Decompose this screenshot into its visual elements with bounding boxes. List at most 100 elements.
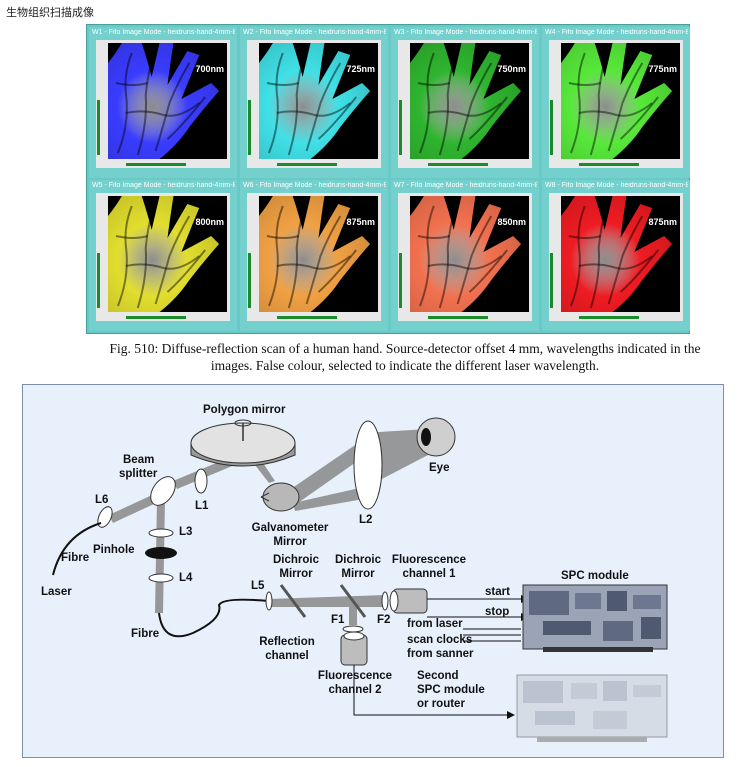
label-stop: stop xyxy=(485,606,510,618)
image-panel-4[interactable]: W4 - Fifo Image Mode - heidruns-hand-4mm… xyxy=(542,27,690,178)
label-fibre-bottom: Fibre xyxy=(131,628,160,640)
panel-scale-bar-x xyxy=(277,163,337,166)
label-fluorescence-1-channel: channel 1 xyxy=(402,568,456,580)
panel-title: W4 - Fifo Image Mode - heidruns-hand-4mm… xyxy=(545,29,688,36)
label-scan-clocks: scan clocks xyxy=(407,634,473,646)
panel-image-frame: 775nm xyxy=(549,40,683,168)
panel-scale-bar-y xyxy=(550,100,553,155)
panel-title: W8 - Fifo Image Mode - heidruns-hand-4mm… xyxy=(545,182,688,189)
figure-caption: Fig. 510: Diffuse-reflection scan of a h… xyxy=(60,340,750,374)
panel-title: W6 - Fifo Image Mode - heidruns-hand-4mm… xyxy=(243,182,386,189)
label-reflection: Reflection xyxy=(259,636,315,648)
panel-scale-bar-y xyxy=(97,100,100,155)
caption-line-2: images. False colour, selected to indica… xyxy=(210,358,600,373)
panel-image-frame: 700nm xyxy=(96,40,230,168)
panel-image-frame: 875nm xyxy=(549,193,683,321)
label-dichroic-2: Dichroic xyxy=(334,554,381,566)
lens-l2 xyxy=(353,420,383,510)
filter-f2 xyxy=(381,591,389,611)
label-second-spc-module: SPC module xyxy=(417,684,485,696)
label-dichroic-1: Dichroic xyxy=(272,554,319,566)
beam-splitter-graphic xyxy=(150,476,176,506)
panel-scale-bar-y xyxy=(550,253,553,308)
label-from-laser: from laser xyxy=(407,618,463,630)
galvo-axis xyxy=(260,492,270,502)
label-start: start xyxy=(485,586,510,598)
signal-lines xyxy=(353,598,521,716)
beam-galvo-l2-lower xyxy=(293,485,375,511)
image-panel-6[interactable]: W6 - Fifo Image Mode - heidruns-hand-4mm… xyxy=(240,180,388,331)
wavelength-label: 850nm xyxy=(497,217,526,227)
image-panel-3[interactable]: W3 - Fifo Image Mode - heidruns-hand-4mm… xyxy=(391,27,539,178)
page-title: 生物组织扫描成像 xyxy=(6,7,94,19)
label-from-sanner: from sanner xyxy=(407,648,474,660)
image-panel-5[interactable]: W5 - Fifo Image Mode - heidruns-hand-4mm… xyxy=(89,180,237,331)
second-spc-module-card xyxy=(516,674,668,742)
filter-f1 xyxy=(342,625,364,633)
panel-image-frame: 800nm xyxy=(96,193,230,321)
label-l2: L2 xyxy=(359,514,373,526)
beam-galvo-l2-upper xyxy=(285,441,369,505)
image-panel-8[interactable]: W8 - Fifo Image Mode - heidruns-hand-4mm… xyxy=(542,180,690,331)
lens-l1 xyxy=(194,468,208,494)
fibre-detection xyxy=(158,598,270,638)
wavelength-label: 800nm xyxy=(195,217,224,227)
label-l1: L1 xyxy=(195,500,209,512)
panel-image-frame: 850nm xyxy=(398,193,532,321)
hand-scan-image xyxy=(410,43,529,159)
panel-scale-bar-y xyxy=(399,100,402,155)
pinhole-graphic xyxy=(145,547,177,559)
beam-dichroic-f1 xyxy=(349,603,357,625)
hand-scan-image xyxy=(259,196,378,312)
label-dichroic-1-mirror: Mirror xyxy=(279,568,313,580)
label-spc-module: SPC module xyxy=(561,570,629,582)
panel-title: W2 - Fifo Image Mode - heidruns-hand-4mm… xyxy=(243,29,386,36)
hand-scan-image xyxy=(108,43,227,159)
optical-setup-diagram: Polygon mirror Beam splitter Eye L1 L2 L… xyxy=(22,384,724,758)
lens-l4 xyxy=(148,573,174,583)
panel-image-frame: 750nm xyxy=(398,40,532,168)
label-pinhole: Pinhole xyxy=(93,544,135,556)
dichroic-mirror-1 xyxy=(279,584,307,618)
beam-l5-fluor1 xyxy=(269,595,385,607)
image-panel-7[interactable]: W7 - Fifo Image Mode - heidruns-hand-4mm… xyxy=(391,180,539,331)
lens-l5 xyxy=(265,591,273,611)
wavelength-image-grid: W1 - Fifo Image Mode - heidruns-hand-4mm… xyxy=(86,24,690,334)
hand-scan-image xyxy=(108,196,227,312)
eye-graphic xyxy=(416,417,456,457)
panel-scale-bar-x xyxy=(277,316,337,319)
label-beam: Beam xyxy=(123,454,155,466)
panel-scale-bar-y xyxy=(399,253,402,308)
image-panel-2[interactable]: W2 - Fifo Image Mode - heidruns-hand-4mm… xyxy=(240,27,388,178)
galvanometer-mirror-graphic xyxy=(262,482,300,512)
hand-scan-image xyxy=(561,43,680,159)
panel-scale-bar-y xyxy=(97,253,100,308)
label-galvanometer-mirror: Mirror xyxy=(273,536,307,548)
panel-image-frame: 875nm xyxy=(247,193,381,321)
panel-scale-bar-x xyxy=(126,163,186,166)
beam-polygon-galvo xyxy=(255,463,275,483)
label-fluorescence-2: Fluorescence xyxy=(317,670,393,682)
panel-scale-bar-x xyxy=(428,163,488,166)
hand-scan-image xyxy=(259,43,378,159)
image-panel-1[interactable]: W1 - Fifo Image Mode - heidruns-hand-4mm… xyxy=(89,27,237,178)
wavelength-label: 875nm xyxy=(346,217,375,227)
polygon-mirror-graphic xyxy=(190,419,296,467)
label-eye: Eye xyxy=(429,462,450,474)
panel-title: W7 - Fifo Image Mode - heidruns-hand-4mm… xyxy=(394,182,537,189)
fibre-laser xyxy=(52,522,102,576)
label-or-router: or router xyxy=(417,698,465,710)
label-l6: L6 xyxy=(95,494,109,506)
panel-title: W3 - Fifo Image Mode - heidruns-hand-4mm… xyxy=(394,29,537,36)
wavelength-label: 700nm xyxy=(195,64,224,74)
label-second: Second xyxy=(417,670,459,682)
panel-scale-bar-x xyxy=(579,163,639,166)
label-l5: L5 xyxy=(251,580,265,592)
dichroic-mirror-2 xyxy=(339,584,367,618)
lens-l6 xyxy=(97,506,113,528)
panel-image-frame: 725nm xyxy=(247,40,381,168)
panel-title: W5 - Fifo Image Mode - heidruns-hand-4mm… xyxy=(92,182,235,189)
label-reflection-channel: channel xyxy=(265,650,309,662)
panel-scale-bar-y xyxy=(248,100,251,155)
wavelength-label: 775nm xyxy=(648,64,677,74)
